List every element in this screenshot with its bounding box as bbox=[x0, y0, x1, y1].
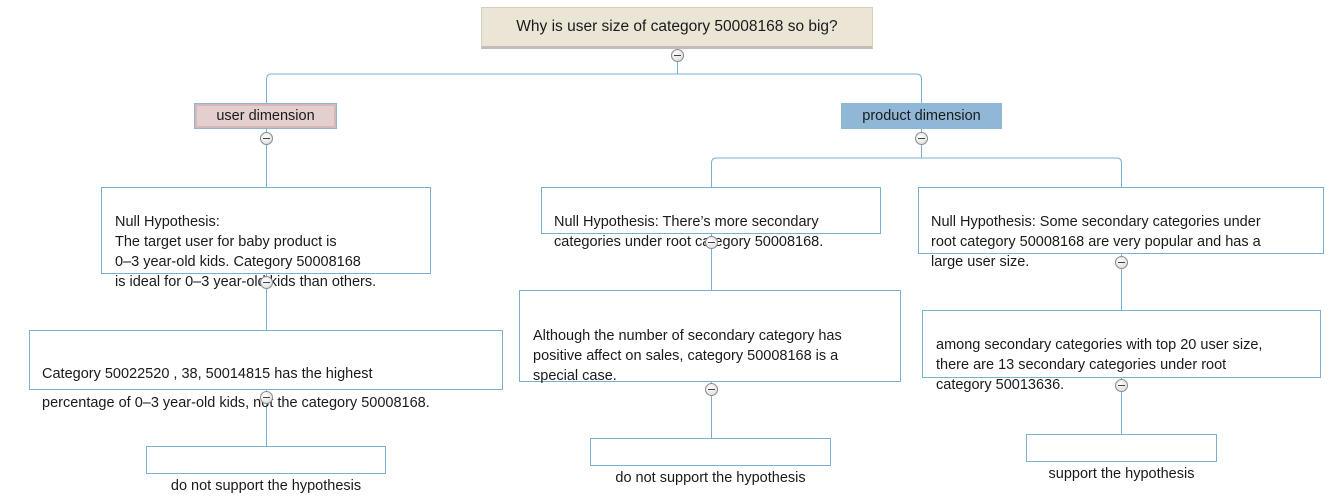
user-hypothesis-text: Null Hypothesis: The target user for bab… bbox=[115, 214, 377, 290]
branch-a-hypothesis-collapse-toggle-icon[interactable] bbox=[705, 236, 718, 249]
branch-a-evidence-node[interactable]: Although the number of secondary categor… bbox=[519, 290, 901, 384]
connector-dimensions-bar bbox=[266, 73, 922, 103]
branch-a-hypothesis-node[interactable]: Null Hypothesis: There’s more secondary … bbox=[541, 187, 881, 250]
user-evidence-node[interactable]: Category 50022520 , 38, 50014815 has the… bbox=[29, 330, 503, 411]
branch-b-conclusion-node[interactable]: support the hypothesis bbox=[1026, 434, 1217, 482]
user-evidence-collapse-toggle-icon[interactable] bbox=[260, 391, 273, 404]
user-dimension-node[interactable]: user dimension bbox=[194, 103, 337, 129]
user-hypothesis-node[interactable]: Null Hypothesis: The target user for bab… bbox=[101, 187, 431, 290]
branch-a-evidence-collapse-toggle-icon[interactable] bbox=[705, 383, 718, 396]
root-question-node[interactable]: Why is user size of category 50008168 so… bbox=[481, 7, 873, 49]
user-dimension-label: user dimension bbox=[216, 108, 315, 124]
root-collapse-toggle-icon[interactable] bbox=[671, 49, 684, 62]
product-dimension-node[interactable]: product dimension bbox=[841, 103, 1002, 129]
root-question-text: Why is user size of category 50008168 so… bbox=[516, 18, 838, 35]
branch-a-conclusion-text: do not support the hypothesis bbox=[615, 470, 806, 486]
branch-b-hypothesis-node[interactable]: Null Hypothesis: Some secondary categori… bbox=[918, 187, 1324, 270]
branch-a-hypothesis-text: Null Hypothesis: There’s more secondary … bbox=[554, 214, 824, 250]
product-dimension-collapse-toggle-icon[interactable] bbox=[915, 132, 928, 145]
user-dimension-collapse-toggle-icon[interactable] bbox=[260, 132, 273, 145]
branch-b-hypothesis-text: Null Hypothesis: Some secondary categori… bbox=[931, 214, 1261, 270]
branch-b-conclusion-text: support the hypothesis bbox=[1048, 466, 1195, 482]
product-dimension-label: product dimension bbox=[862, 108, 981, 124]
user-conclusion-text: do not support the hypothesis bbox=[170, 478, 362, 494]
branch-b-hypothesis-collapse-toggle-icon[interactable] bbox=[1115, 256, 1128, 269]
connector-product-branches-bar bbox=[711, 157, 1122, 187]
user-hypothesis-collapse-toggle-icon[interactable] bbox=[260, 276, 273, 289]
branch-b-evidence-node[interactable]: among secondary categories with top 20 u… bbox=[922, 310, 1321, 393]
branch-a-conclusion-node[interactable]: do not support the hypothesis bbox=[590, 438, 831, 486]
branch-b-evidence-text: among secondary categories with top 20 u… bbox=[936, 337, 1263, 393]
branch-b-evidence-collapse-toggle-icon[interactable] bbox=[1115, 379, 1128, 392]
user-conclusion-node[interactable]: do not support the hypothesis bbox=[146, 446, 386, 494]
user-evidence-text: Category 50022520 , 38, 50014815 has the… bbox=[42, 366, 430, 411]
branch-a-evidence-text: Although the number of secondary categor… bbox=[533, 328, 842, 384]
